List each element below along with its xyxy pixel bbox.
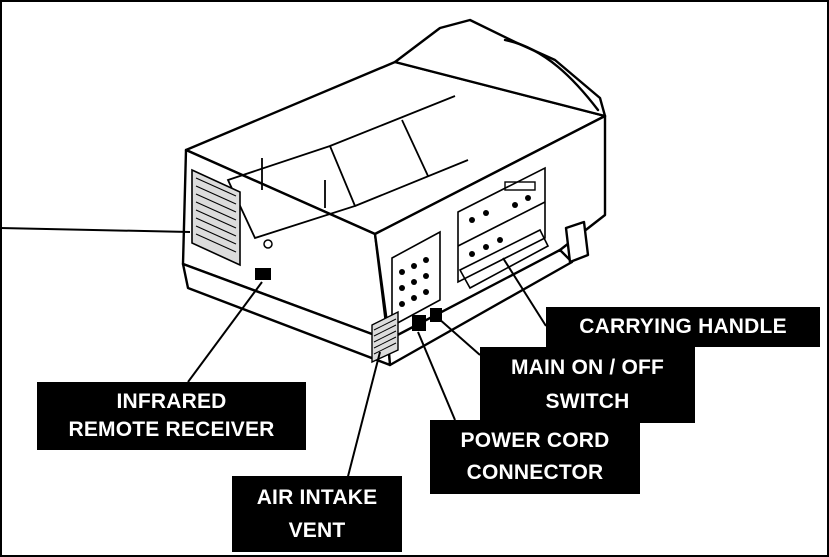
callout-carrying-handle: CARRYING HANDLE (546, 307, 820, 347)
callout-main-switch-line2: SWITCH (480, 385, 695, 419)
power-cord-connector (412, 315, 426, 331)
callout-air-intake-vent: AIR INTAKE VENT (232, 476, 402, 552)
callout-carrying-handle-text: CARRYING HANDLE (546, 311, 820, 343)
callout-main-switch-line1: MAIN ON / OFF (480, 351, 695, 385)
projector-foot (566, 222, 588, 262)
callout-infrared-remote-receiver: INFRARED REMOTE RECEIVER (37, 382, 306, 450)
callout-power-cord-line2: CONNECTOR (430, 457, 640, 489)
leader-line-air-intake (345, 352, 380, 488)
leader-line-vent (0, 228, 190, 232)
callout-air-intake-line1: AIR INTAKE (232, 481, 402, 514)
leader-line-power (418, 332, 455, 420)
callout-air-intake-line2: VENT (232, 514, 402, 547)
callout-main-on-off-switch: MAIN ON / OFF SWITCH (480, 347, 695, 423)
callout-power-cord-connector: POWER CORD CONNECTOR (430, 420, 640, 494)
callout-infrared-line2: REMOTE RECEIVER (37, 416, 306, 444)
infrared-receiver-window (255, 268, 271, 280)
callout-infrared-line1: INFRARED (37, 388, 306, 416)
callout-power-cord-line1: POWER CORD (430, 425, 640, 457)
